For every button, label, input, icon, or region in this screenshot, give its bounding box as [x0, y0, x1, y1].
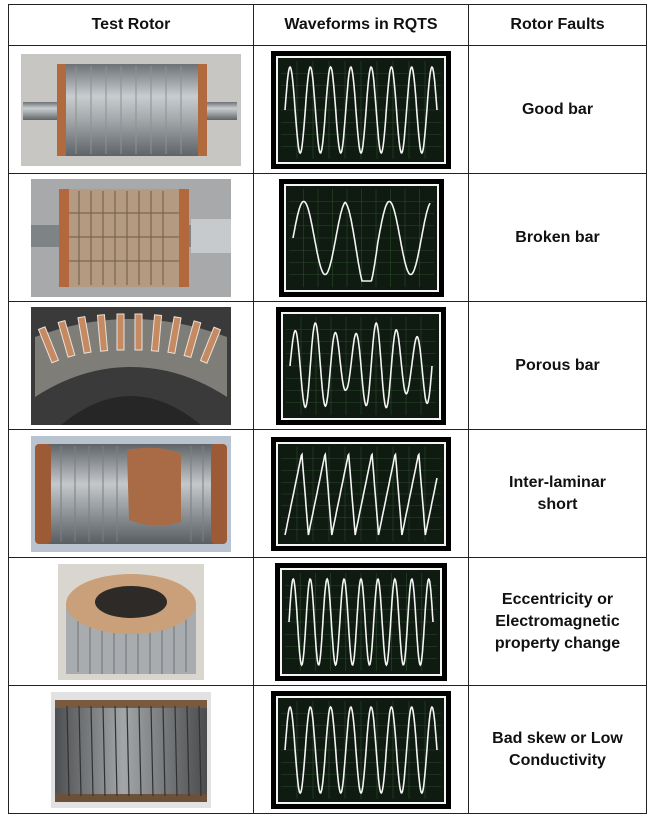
waveform-cell — [253, 429, 469, 558]
waveform-trace — [284, 451, 438, 535]
rotor-photo-cell — [8, 301, 254, 430]
waveform-cell — [253, 557, 469, 686]
header-rotor-faults: Rotor Faults — [468, 4, 647, 46]
waveform-trace — [291, 200, 431, 282]
oscilloscope-waveform-broken-bar — [278, 178, 444, 297]
fault-cell: Good bar — [468, 45, 647, 174]
rotor-cylinder-copper-patch-icon — [31, 435, 231, 552]
waveform-cell — [253, 45, 469, 174]
table-row: Eccentricity or Electromagnetic property… — [8, 557, 647, 686]
waveform-trace — [288, 577, 434, 667]
fault-label: Eccentricity or Electromagnetic property… — [494, 590, 621, 652]
fault-cell: Porous bar — [468, 301, 647, 430]
rotor-photo-cell — [8, 429, 254, 558]
fault-cell: Inter-laminar short — [468, 429, 647, 558]
rotor-fault-table: Test Rotor Waveforms in RQTS Rotor Fault… — [8, 4, 647, 814]
oscilloscope-waveform-porous-bar — [276, 306, 446, 425]
waveform-trace — [284, 705, 438, 794]
fault-cell: Broken bar — [468, 173, 647, 302]
fault-label: Porous bar — [515, 356, 600, 374]
fault-cell: Bad skew or Low Conductivity — [468, 685, 647, 814]
rotor-photo-cell — [8, 557, 254, 686]
rotor-drum-icon — [51, 691, 211, 808]
waveform-cell — [253, 685, 469, 814]
waveform-trace — [284, 65, 438, 154]
waveform-cell — [253, 173, 469, 302]
rotor-fault-table-container: Test Rotor Waveforms in RQTS Rotor Fault… — [8, 4, 647, 826]
table-row: Good bar — [8, 45, 647, 174]
rotor-photo-cell — [8, 685, 254, 814]
fault-label: Inter-laminar short — [509, 473, 606, 513]
waveform-trace — [289, 321, 433, 409]
waveform-cell — [253, 301, 469, 430]
fault-label: Broken bar — [515, 228, 600, 246]
scope-grid — [286, 316, 436, 415]
fault-label: Good bar — [521, 100, 594, 118]
fault-cell: Eccentricity or Electromagnetic property… — [468, 557, 647, 686]
oscilloscope-waveform-good-bar — [271, 50, 451, 169]
rotor-cylinder-with-shaft-icon — [21, 53, 241, 166]
rotor-photo-cell — [8, 173, 254, 302]
rotor-cross-section-slots-icon — [31, 306, 231, 425]
table-row: Inter-laminar short — [8, 429, 647, 558]
oscilloscope-waveform-inter-laminar-short — [271, 436, 451, 551]
oscilloscope-waveform-eccentricity — [275, 562, 447, 681]
table-row: Porous bar — [8, 301, 647, 430]
rotor-photo-cell — [8, 45, 254, 174]
header-test-rotor: Test Rotor — [8, 4, 254, 46]
oscilloscope-waveform-bad-skew — [271, 690, 451, 809]
rotor-cage-with-shaft-icon — [31, 178, 231, 297]
table-row: Bad skew or Low Conductivity — [8, 685, 647, 814]
table-row: Broken bar — [8, 173, 647, 302]
header-waveforms: Waveforms in RQTS — [253, 4, 469, 46]
rotor-ring-icon — [58, 563, 204, 680]
fault-label: Bad skew or Low Conductivity — [492, 729, 623, 769]
header-row: Test Rotor Waveforms in RQTS Rotor Fault… — [8, 4, 647, 46]
